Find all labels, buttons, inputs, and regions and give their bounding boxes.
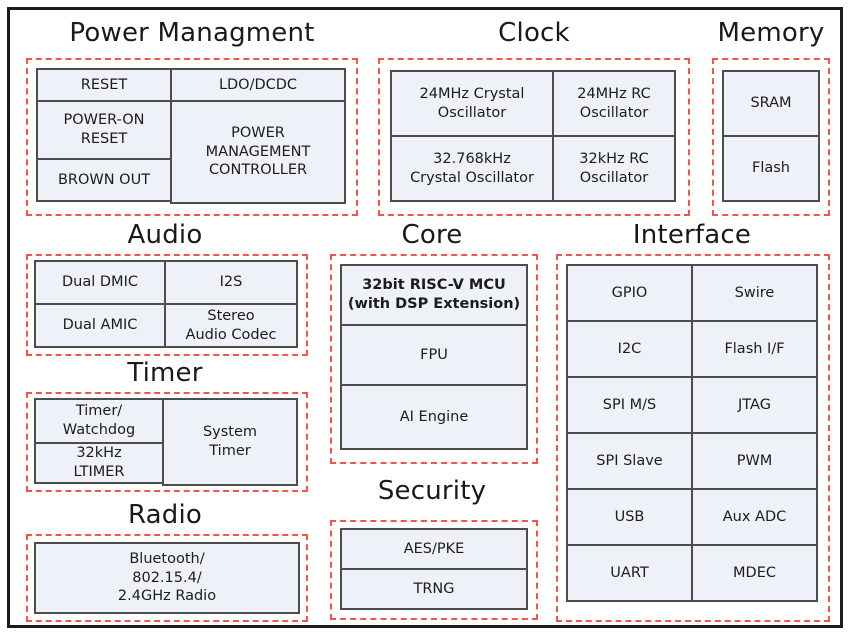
block-32768khz-crystal-oscillator[interactable]: 32.768kHz Crystal Oscillator: [390, 135, 554, 202]
block-dual-amic[interactable]: Dual AMIC: [34, 303, 166, 348]
group-title-core: Core: [401, 220, 463, 250]
group-outline-clock: [378, 58, 690, 216]
block-24mhz-rc-oscillator[interactable]: 24MHz RC Oscillator: [552, 70, 676, 137]
block-flash-if[interactable]: Flash I/F: [691, 320, 818, 378]
security-column: AES/PKE TRNG: [340, 528, 528, 612]
block-power-on-reset[interactable]: POWER-ON RESET: [36, 100, 172, 160]
group-outline-audio: [26, 254, 308, 356]
group-title-security: Security: [377, 476, 487, 506]
timer-left-column: Timer/ Watchdog 32kHz LTIMER: [34, 398, 164, 486]
block-grid-power-management: RESET POWER-ON RESET BROWN OUT LDO/DCDC …: [36, 68, 348, 206]
block-grid-audio: Dual DMIC Dual AMIC I2S Stereo Audio Cod…: [34, 260, 300, 350]
block-bluetooth-radio[interactable]: Bluetooth/ 802.15.4/ 2.4GHz Radio: [34, 542, 300, 614]
block-reset[interactable]: RESET: [36, 68, 172, 102]
block-grid-timer: Timer/ Watchdog 32kHz LTIMER System Time…: [34, 398, 300, 486]
group-title-interface: Interface: [632, 220, 752, 250]
core-column: 32bit RISC-V MCU (with DSP Extension) FP…: [340, 264, 528, 454]
group-interface: Interface GPIO I2C SPI M/S SPI Slave USB…: [554, 222, 830, 622]
block-brown-out[interactable]: BROWN OUT: [36, 158, 172, 202]
block-i2s[interactable]: I2S: [164, 260, 298, 305]
block-ai-engine[interactable]: AI Engine: [340, 384, 528, 450]
group-clock: Clock 24MHz Crystal Oscillator 32.768kHz…: [378, 20, 690, 216]
block-grid-security: AES/PKE TRNG: [340, 528, 528, 612]
group-title-power-management: Power Managment: [69, 18, 315, 48]
group-timer: Timer Timer/ Watchdog 32kHz LTIMER Syste…: [22, 360, 308, 492]
block-grid-memory: SRAM Flash: [722, 70, 820, 204]
block-ldo-dcdc[interactable]: LDO/DCDC: [170, 68, 346, 102]
radio-column: Bluetooth/ 802.15.4/ 2.4GHz Radio: [34, 542, 300, 614]
block-pwm[interactable]: PWM: [691, 432, 818, 490]
block-trng[interactable]: TRNG: [340, 568, 528, 610]
block-system-timer[interactable]: System Timer: [162, 398, 298, 486]
block-32khz-rc-oscillator[interactable]: 32kHz RC Oscillator: [552, 135, 676, 202]
power-right-column: LDO/DCDC POWER MANAGEMENT CONTROLLER: [170, 68, 346, 206]
audio-left-column: Dual DMIC Dual AMIC: [34, 260, 166, 350]
block-flash[interactable]: Flash: [722, 135, 820, 202]
block-fpu[interactable]: FPU: [340, 324, 528, 386]
group-outline-timer: [26, 392, 308, 492]
block-mdec[interactable]: MDEC: [691, 544, 818, 602]
block-stereo-audio-codec[interactable]: Stereo Audio Codec: [164, 303, 298, 348]
audio-right-column: I2S Stereo Audio Codec: [164, 260, 298, 350]
group-audio: Audio Dual DMIC Dual AMIC I2S Stereo Aud…: [22, 222, 308, 356]
block-jtag[interactable]: JTAG: [691, 376, 818, 434]
block-gpio[interactable]: GPIO: [566, 264, 693, 322]
interface-left-column: GPIO I2C SPI M/S SPI Slave USB UART: [566, 264, 693, 612]
block-dual-dmic[interactable]: Dual DMIC: [34, 260, 166, 305]
group-memory: Memory SRAM Flash: [710, 20, 832, 216]
group-title-memory: Memory: [717, 18, 825, 48]
block-grid-interface: GPIO I2C SPI M/S SPI Slave USB UART Swir…: [566, 264, 820, 612]
block-swire[interactable]: Swire: [691, 264, 818, 322]
group-outline-core: [330, 254, 538, 464]
power-left-column: RESET POWER-ON RESET BROWN OUT: [36, 68, 172, 206]
group-title-radio: Radio: [127, 500, 203, 530]
block-24mhz-crystal-oscillator[interactable]: 24MHz Crystal Oscillator: [390, 70, 554, 137]
block-riscv-mcu[interactable]: 32bit RISC-V MCU (with DSP Extension): [340, 264, 528, 326]
block-32khz-ltimer[interactable]: 32kHz LTIMER: [34, 442, 164, 484]
timer-right-column: System Timer: [162, 398, 298, 486]
block-uart[interactable]: UART: [566, 544, 693, 602]
group-title-clock: Clock: [498, 18, 570, 48]
block-grid-core: 32bit RISC-V MCU (with DSP Extension) FP…: [340, 264, 528, 454]
block-aes-pke[interactable]: AES/PKE: [340, 528, 528, 570]
block-i2c[interactable]: I2C: [566, 320, 693, 378]
group-radio: Radio Bluetooth/ 802.15.4/ 2.4GHz Radio: [22, 502, 308, 622]
group-outline-security: [330, 520, 538, 620]
block-grid-clock: 24MHz Crystal Oscillator 32.768kHz Cryst…: [390, 70, 678, 204]
clock-right-column: 24MHz RC Oscillator 32kHz RC Oscillator: [552, 70, 676, 204]
clock-left-column: 24MHz Crystal Oscillator 32.768kHz Cryst…: [390, 70, 554, 204]
group-title-timer: Timer: [127, 358, 203, 388]
memory-column: SRAM Flash: [722, 70, 820, 204]
block-grid-radio: Bluetooth/ 802.15.4/ 2.4GHz Radio: [34, 542, 300, 614]
group-outline-memory: [712, 58, 830, 216]
interface-right-column: Swire Flash I/F JTAG PWM Aux ADC MDEC: [691, 264, 818, 612]
group-outline-radio: [26, 534, 308, 622]
block-timer-watchdog[interactable]: Timer/ Watchdog: [34, 398, 164, 444]
group-outline-power-management: [26, 58, 358, 216]
block-spi-ms[interactable]: SPI M/S: [566, 376, 693, 434]
group-security: Security AES/PKE TRNG: [326, 478, 538, 622]
block-usb[interactable]: USB: [566, 488, 693, 546]
group-power-management: Power Managment RESET POWER-ON RESET BRO…: [22, 20, 362, 216]
group-outline-interface: [556, 254, 830, 622]
group-core: Core 32bit RISC-V MCU (with DSP Extensio…: [326, 222, 538, 464]
block-power-management-controller[interactable]: POWER MANAGEMENT CONTROLLER: [170, 100, 346, 204]
group-title-audio: Audio: [127, 220, 203, 250]
block-aux-adc[interactable]: Aux ADC: [691, 488, 818, 546]
block-spi-slave[interactable]: SPI Slave: [566, 432, 693, 490]
block-sram[interactable]: SRAM: [722, 70, 820, 137]
